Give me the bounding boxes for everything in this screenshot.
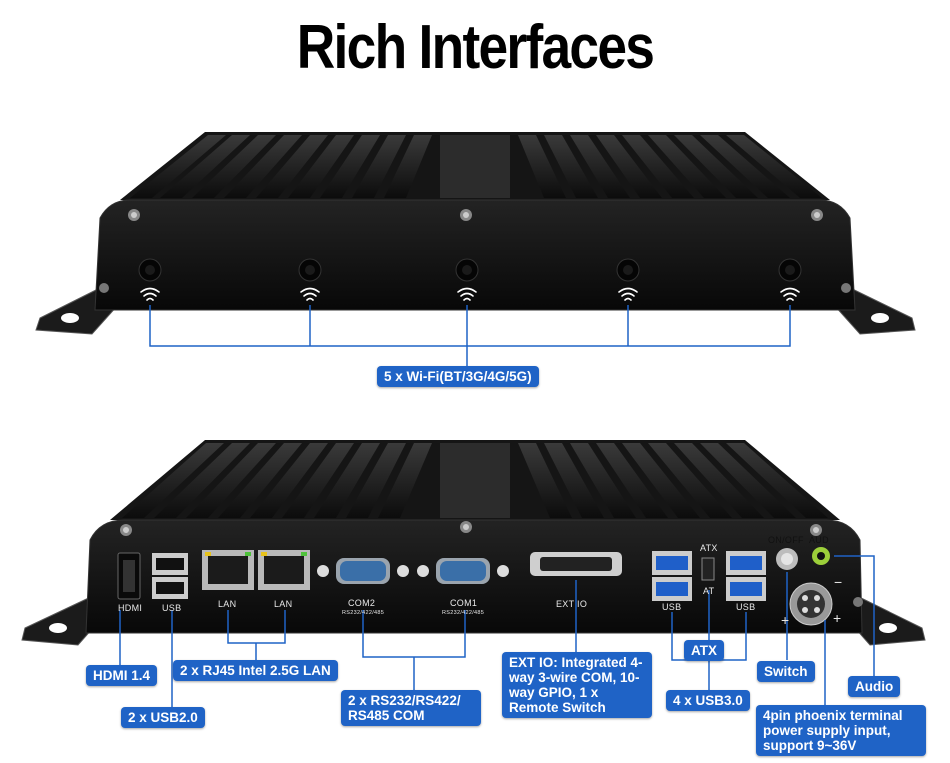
antenna-port [455,258,479,282]
atx-at-switch [701,557,715,581]
hdmi-callout: HDMI 1.4 [86,665,158,686]
wifi-antenna-ports [138,258,802,282]
usb3-left-label: USB [662,602,682,612]
com2-sub-label: RS232/422/485 [342,610,385,616]
wifi-icon [618,287,638,301]
lan2-port-label: LAN [274,599,293,609]
page-title: Rich Interfaces [296,13,655,82]
antenna-port [298,258,322,282]
wifi-callout: 5 x Wi-Fi(BT/3G/4G/5G) [377,366,539,387]
wifi-icon [780,287,800,301]
antenna-port [778,258,802,282]
com1-sub-label: RS232/422/485 [442,610,485,616]
onoff-label: ON/OFF [768,535,804,545]
power-plus-left-label: + [781,612,790,628]
hdmi-port [117,552,141,600]
wifi-icon [300,287,320,301]
antenna-port [616,258,640,282]
wifi-icon [140,287,160,301]
hdmi-port-label: HDMI [118,603,143,613]
extio-port-label: EXT IO [556,599,588,609]
atx-callout: ATX [684,640,724,661]
lan-callout: 2 x RJ45 Intel 2.5G LAN [173,660,338,681]
com2-port-label: COM2 [348,598,376,608]
lan1-port-label: LAN [218,599,237,609]
usb2-callout: 2 x USB2.0 [121,707,205,728]
usb3-right-label: USB [736,602,756,612]
port-connector-lines [119,555,875,708]
usb2-port-label: USB [162,603,182,613]
com-callout: 2 x RS232/RS422/ RS485 COM [341,690,481,726]
power-minus-label: − [834,574,843,590]
bottom-heatsink-fins [110,440,840,520]
top-device-chassis [35,132,916,335]
power-button [776,548,798,570]
usb3-callout: 4 x USB3.0 [666,690,750,711]
usb2-ports [152,553,188,599]
antenna-port [138,258,162,282]
power-callout: 4pin phoenix terminal power supply input… [756,705,926,756]
audio-callout: Audio [848,676,901,697]
top-heatsink-fins [120,132,830,200]
com1-port-label: COM1 [450,598,478,608]
atx-mode-label: ATX [700,543,718,553]
com-ports [317,558,509,584]
extio-callout: EXT IO: Integrated 4-way 3-wire COM, 10-… [502,652,652,718]
aud-label: AUD [809,535,829,545]
power-plus-label: + [833,610,842,626]
switch-callout: Switch [757,661,815,682]
wifi-icon [457,287,477,301]
power-input-connector [789,582,833,626]
audio-jack [812,547,830,565]
usb3-ports [652,551,766,601]
wifi-connector-lines [149,305,791,366]
lan-ports [202,550,310,590]
at-mode-label: AT [703,586,715,596]
ext-io-port [530,552,622,576]
bottom-device-chassis [21,440,926,646]
